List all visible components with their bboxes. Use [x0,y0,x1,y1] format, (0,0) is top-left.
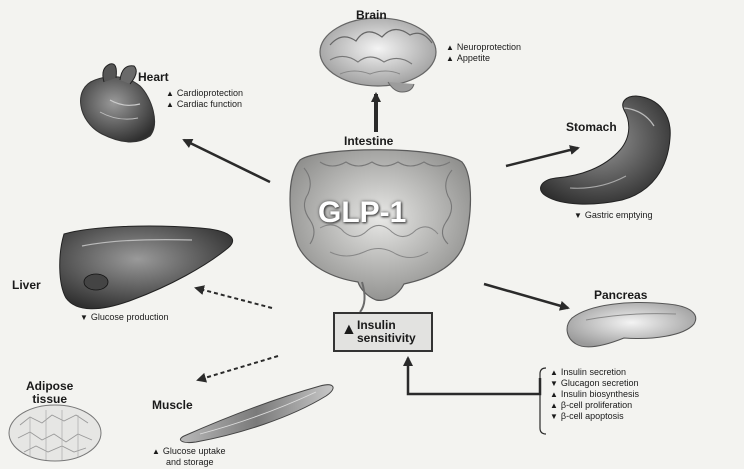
intestine-label: Intestine [344,134,393,148]
arrow-up-icon: ▲ [550,401,558,410]
stomach-illustration [541,96,671,204]
arrow-down-icon: ▼ [550,412,558,421]
arrow-up-icon: ▲ [166,89,174,98]
pancreas-effect-beta-cell-proliferation: ▲β-cell proliferation [550,400,639,411]
arrow-down-icon: ▼ [574,211,582,220]
pancreas-effect-insulin-secretion: ▲Insulin secretion [550,367,639,378]
muscle-illustration [180,385,333,443]
pancreas-title: Pancreas [594,288,647,302]
heart-effect-cardiac-function: ▲Cardiac function [166,99,243,110]
heart-effect-cardioprotection: ▲Cardioprotection [166,88,243,99]
arrow-down-icon: ▼ [550,379,558,388]
pancreas-effects: ▲Insulin secretion ▼Glucagon secretion ▲… [550,367,639,422]
muscle-title: Muscle [152,398,193,412]
arrow-to-pancreas [484,284,568,308]
brain-title: Brain [356,8,387,22]
insulin-sensitivity-line2: sensitivity [357,332,416,345]
arrow-up-icon: ▲ [446,43,454,52]
arrow-up-icon: ▲ [446,54,454,63]
liver-effects: ▼Glucose production [80,312,168,323]
pancreas-effects-bracket [540,368,546,434]
muscle-effects: ▲Glucose uptake and storage [152,446,225,467]
adipose-title: Adipose tissue [26,380,73,406]
pancreas-illustration [567,303,696,347]
arrow-up-icon: ▲ [341,321,357,339]
muscle-effect-glucose-uptake: ▲Glucose uptake [152,446,225,457]
pancreas-effect-glucagon-secretion: ▼Glucagon secretion [550,378,639,389]
arrow-down-icon: ▼ [80,313,88,322]
brain-effect-appetite: ▲Appetite [446,53,521,64]
glp1-label: GLP-1 [318,196,406,230]
arrow-up-icon: ▲ [166,100,174,109]
arrow-to-heart [184,140,270,182]
arrow-to-muscle [198,356,278,380]
brain-effect-neuroprotection: ▲Neuroprotection [446,42,521,53]
brain-illustration [320,18,436,92]
arrow-up-icon: ▲ [550,390,558,399]
heart-effects: ▲Cardioprotection ▲Cardiac function [166,88,243,110]
arrow-to-insulin-box [408,358,540,394]
stomach-title: Stomach [566,120,617,134]
arrow-to-stomach [506,148,578,166]
arrow-up-icon: ▲ [152,447,160,456]
brain-effects: ▲Neuroprotection ▲Appetite [446,42,521,64]
arrow-up-icon: ▲ [550,368,558,377]
liver-title: Liver [12,278,41,292]
liver-effect-glucose-production: ▼Glucose production [80,312,168,323]
intestine-illustration [290,150,471,312]
stomach-effects: ▼Gastric emptying [574,210,652,221]
arrow-to-liver [196,288,272,308]
insulin-sensitivity-box: ▲ Insulin sensitivity [333,312,433,352]
stomach-effect-gastric-emptying: ▼Gastric emptying [574,210,652,221]
pancreas-effect-insulin-biosynthesis: ▲Insulin biosynthesis [550,389,639,400]
adipose-illustration [9,405,101,461]
heart-title: Heart [138,70,169,84]
adipose-title-line2: tissue [26,393,73,406]
muscle-effect-storage: and storage [152,457,225,467]
liver-illustration [60,226,233,309]
insulin-sensitivity-text: Insulin sensitivity [357,319,416,345]
pancreas-effect-beta-cell-apoptosis: ▼β-cell apoptosis [550,411,639,422]
